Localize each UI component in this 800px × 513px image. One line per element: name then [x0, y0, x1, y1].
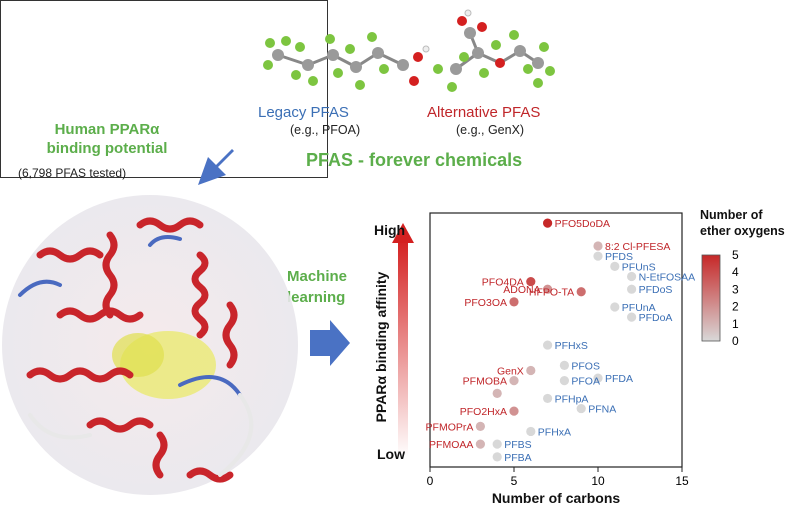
point-label: PFDS — [605, 251, 633, 263]
point-label: ADONA — [503, 284, 540, 296]
arrow-down-left-icon — [198, 149, 234, 185]
colorbar-tick-label: 3 — [732, 282, 739, 296]
data-point — [509, 297, 519, 307]
data-point — [593, 251, 603, 261]
colorbar-tick-label: 1 — [732, 317, 739, 331]
data-point — [627, 312, 637, 322]
data-point — [593, 241, 603, 251]
data-point — [526, 365, 536, 376]
legacy-pfas-label: Legacy PFAS — [258, 104, 349, 121]
point-label: PFHxA — [538, 426, 571, 438]
x-tick-label: 10 — [591, 474, 605, 488]
point-label: PFDoS — [639, 284, 673, 296]
data-point — [475, 439, 485, 449]
colorbar-tick-label: 5 — [732, 248, 739, 262]
data-point — [543, 284, 553, 294]
data-point — [543, 218, 553, 228]
plot-area — [429, 212, 683, 468]
data-point — [593, 373, 603, 383]
x-axis-label: Number of carbons — [492, 490, 621, 506]
y-high-label: High — [374, 222, 405, 238]
x-tick-label: 5 — [511, 474, 518, 488]
data-point — [627, 271, 637, 282]
point-label: PFO4DA — [482, 277, 524, 289]
point-label: PFNA — [588, 404, 616, 416]
alternative-pfas-label: Alternative PFAS — [427, 104, 541, 121]
ppar-subtitle: (6,798 PFAS tested) — [18, 166, 127, 180]
point-label: GenX — [497, 365, 524, 377]
colorbar-tick-label: 4 — [732, 265, 739, 279]
affinity-gradient-arrow — [398, 239, 408, 457]
point-label: PFDoA — [639, 312, 673, 324]
alternative-example: (e.g., GenX) — [456, 123, 525, 137]
point-label: PFDA — [605, 373, 633, 385]
point-label: PFMOAA — [429, 439, 473, 451]
y-low-label: Low — [377, 446, 405, 462]
affinity-arrow-head-icon — [392, 223, 414, 243]
data-point — [526, 276, 536, 287]
data-point — [610, 261, 620, 271]
data-point — [475, 421, 485, 431]
data-point — [509, 376, 519, 386]
pfas-panel — [0, 0, 328, 178]
point-label: PFMOPrA — [426, 421, 474, 433]
data-point — [492, 439, 502, 449]
point-label: PFMOBA — [463, 376, 507, 388]
data-point — [526, 426, 536, 437]
point-label: PFBA — [504, 452, 531, 464]
colorbar-tick-label: 0 — [732, 334, 739, 348]
data-point — [576, 403, 586, 414]
ml-line1: Machine — [287, 268, 348, 285]
machine-learning-label: Machine learning — [287, 266, 347, 308]
data-point — [492, 388, 502, 398]
data-point — [543, 393, 553, 404]
forever-chemicals-caption: PFAS - forever chemicals — [306, 150, 523, 170]
ml-line2: learning — [287, 289, 346, 306]
legend-title-line1: Number of — [700, 208, 763, 222]
point-label: PFUnS — [622, 261, 656, 273]
pfoa-molecule — [263, 32, 430, 90]
y-axis-label: PPARα binding affinity — [373, 271, 389, 422]
data-point — [610, 302, 620, 312]
legacy-example: (e.g., PFOA) — [290, 123, 361, 137]
point-label: PFOS — [571, 360, 600, 372]
colorbar-tick-label: 2 — [732, 300, 739, 314]
data-point — [559, 376, 569, 386]
data-point — [509, 406, 519, 416]
protein-structure-image — [2, 195, 298, 495]
point-label: HFPO-TA — [529, 287, 574, 299]
ppar-title-line2: binding potential — [46, 140, 168, 157]
data-point — [492, 452, 502, 462]
x-tick-label: 0 — [427, 474, 434, 488]
point-label: PFBS — [504, 439, 531, 451]
point-label: PFHxS — [555, 340, 588, 352]
x-axis-ticks: 0 5 10 15 — [427, 467, 689, 488]
data-point — [627, 284, 637, 294]
legend-title-line2: ether oxygens — [700, 224, 785, 238]
point-label: PFO3OA — [464, 297, 507, 309]
colorbar-ticks: 5 4 3 2 1 0 — [732, 248, 739, 348]
point-label: PFO5DoDA — [555, 218, 610, 230]
colorbar — [701, 254, 721, 342]
point-label: PFUnA — [622, 302, 656, 314]
point-label: N-EtFOSAA — [639, 272, 696, 284]
x-tick-label: 15 — [675, 474, 689, 488]
ppar-title: Human PPARα binding potential — [8, 120, 206, 158]
arrow-right-icon — [310, 320, 350, 366]
genx-molecule — [433, 9, 555, 92]
data-point — [559, 360, 569, 370]
point-label: PFO2HxA — [460, 406, 507, 418]
ppar-title-line1: Human PPARα — [54, 121, 160, 138]
point-label: PFOA — [571, 376, 600, 388]
data-point — [543, 340, 553, 350]
point-label: 8:2 Cl-PFESA — [605, 241, 670, 253]
molecule-illustrations — [263, 9, 555, 92]
data-point — [576, 287, 586, 297]
point-label: PFHpA — [555, 393, 589, 405]
binding-affinity-chart: High Low PPARα binding affinity Number o… — [373, 208, 785, 506]
